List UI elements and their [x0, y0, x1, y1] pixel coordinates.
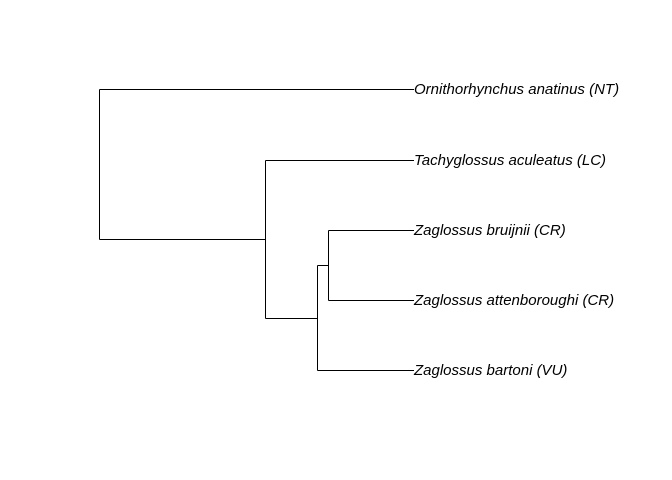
- tip-label-zaglossus-bruijnii: Zaglossus bruijnii (CR): [413, 222, 566, 239]
- tip-labels: Ornithorhynchus anatinus (NT) Tachygloss…: [413, 81, 619, 379]
- tree-branches: [99, 89, 414, 371]
- tip-label-zaglossus-bartoni: Zaglossus bartoni (VU): [413, 362, 567, 379]
- tip-label-zaglossus-attenboroughi: Zaglossus attenboroughi (CR): [413, 292, 614, 309]
- tip-label-ornithorhynchus: Ornithorhynchus anatinus (NT): [414, 81, 619, 98]
- tip-label-tachyglossus: Tachyglossus aculeatus (LC): [414, 152, 606, 169]
